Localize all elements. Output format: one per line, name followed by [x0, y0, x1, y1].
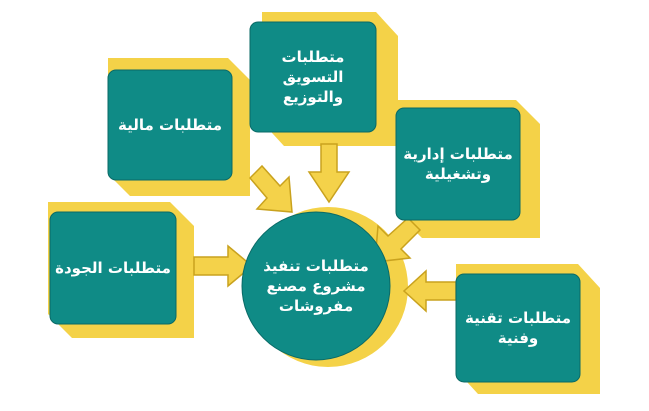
center-circle — [241, 211, 391, 361]
technical-box — [455, 273, 581, 383]
quality-box — [49, 211, 177, 325]
arrow-marketing — [307, 143, 351, 204]
admin-box — [395, 107, 521, 221]
finance-line-1: متطلبات مالية — [118, 116, 222, 134]
marketing-line-2: والتوزيع — [282, 88, 344, 106]
marketing-box-label: متطلبات التسويق والتوزيع — [250, 22, 376, 132]
arrow-technical — [402, 269, 457, 313]
finance-box-label: متطلبات مالية — [108, 70, 232, 180]
quality-box-label: متطلبات الجودة — [50, 212, 176, 324]
technical-box-label: متطلبات تقنية وفنية — [456, 274, 580, 382]
marketing-box — [249, 21, 377, 133]
center-line-1: متطلبات تنفيذ — [263, 257, 369, 275]
admin-line-2: وتشغيلية — [424, 165, 492, 183]
arrow-quality — [193, 244, 254, 288]
marketing-line-1: متطلبات التسويق — [281, 48, 345, 86]
center-line-3: مفروشات — [278, 297, 354, 315]
admin-line-1: متطلبات إدارية — [403, 145, 513, 163]
technical-line-2: وفنية — [497, 329, 539, 347]
center-circle-label: متطلبات تنفيذ مشروع مصنع مفروشات — [250, 238, 382, 334]
arrow-finance — [248, 164, 293, 213]
technical-line-1: متطلبات تقنية — [465, 309, 571, 327]
finance-box — [107, 69, 233, 181]
admin-box-label: متطلبات إدارية وتشغيلية — [396, 108, 520, 220]
center-line-2: مشروع مصنع — [266, 277, 366, 295]
arrow-admin — [374, 216, 422, 263]
quality-line-1: متطلبات الجودة — [55, 259, 171, 277]
